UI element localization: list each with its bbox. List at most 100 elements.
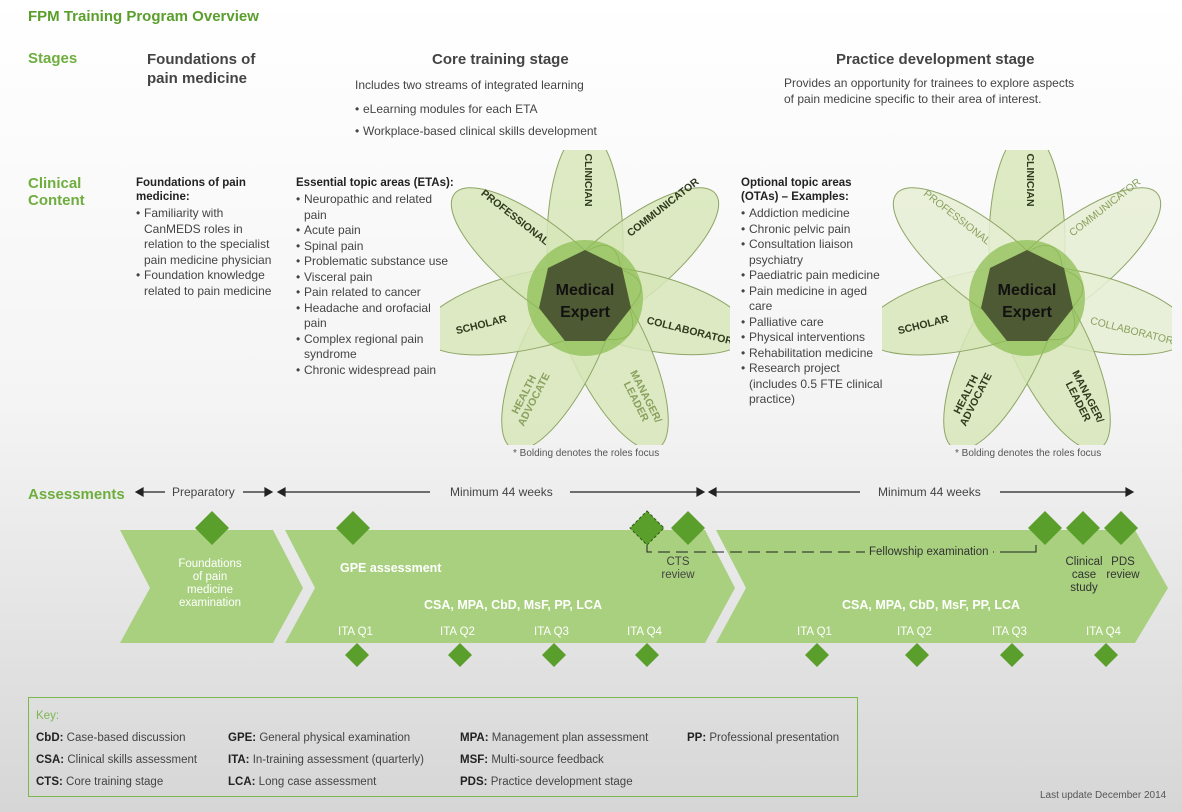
diamond-ita bbox=[1094, 643, 1118, 667]
center-label-2: Expert bbox=[560, 304, 610, 321]
diamond-cts-review bbox=[671, 511, 705, 545]
ita-q4-practice: ITA Q4 bbox=[1086, 626, 1121, 638]
key-item-pds: PDS: Practice development stage bbox=[460, 776, 633, 788]
row-label-assessments: Assessments bbox=[28, 486, 125, 503]
cts-review-label: CTS review bbox=[661, 556, 695, 581]
ita-q2-practice: ITA Q2 bbox=[897, 626, 932, 638]
ita-q3-core: ITA Q3 bbox=[534, 626, 569, 638]
stage-practice-title: Practice development stage bbox=[836, 51, 1035, 68]
gpe-assessment-label: GPE assessment bbox=[340, 561, 442, 575]
stage-core-bullet: eLearning modules for each ETA bbox=[355, 98, 655, 120]
eta-item: Pain related to cancer bbox=[296, 285, 456, 301]
roles-note-practice: * Bolding denotes the roles focus bbox=[955, 448, 1102, 459]
diamond-foundations-exam bbox=[195, 511, 229, 545]
ita-q1-practice: ITA Q1 bbox=[797, 626, 832, 638]
pds-review-label: PDS review bbox=[1106, 556, 1140, 581]
stage-core-bullets: eLearning modules for each ETA Workplace… bbox=[355, 98, 655, 142]
ota-item: Physical interventions bbox=[741, 330, 891, 346]
diamond-ita bbox=[345, 643, 369, 667]
eta-item: Complex regional pain syndrome bbox=[296, 332, 456, 363]
center-label-1: Medical bbox=[998, 282, 1057, 299]
ota-item: Research project (includes 0.5 FTE clini… bbox=[741, 361, 891, 408]
canmeds-flower-core: Medical Expert CLINICIAN COMMUNICATOR CO… bbox=[440, 150, 730, 445]
foundations-bullet: Foundation knowledge related to pain med… bbox=[136, 268, 282, 299]
diamond-gpe bbox=[336, 511, 370, 545]
key-item-cts: CTS: Core training stage bbox=[36, 776, 164, 788]
ota-item: Chronic pelvic pain bbox=[741, 222, 891, 238]
role-clinician: CLINICIAN bbox=[1024, 153, 1036, 206]
assessment-bands bbox=[120, 510, 1168, 667]
ita-q2-core: ITA Q2 bbox=[440, 626, 475, 638]
eta-item: Spinal pain bbox=[296, 239, 456, 255]
ota-content: Optional topic areas (OTAs) – Examples: … bbox=[741, 176, 891, 408]
min-weeks-core: Minimum 44 weeks bbox=[450, 485, 553, 499]
key-item-lca: LCA: Long case assessment bbox=[228, 776, 377, 788]
diamond-ita bbox=[448, 643, 472, 667]
center-label-2: Expert bbox=[1002, 304, 1052, 321]
ota-item: Pain medicine in aged care bbox=[741, 284, 891, 315]
fellowship-label: Fellowship examination bbox=[865, 546, 993, 558]
band-practice bbox=[716, 530, 1168, 643]
eta-item: Headache and orofacial pain bbox=[296, 301, 456, 332]
eta-item: Chronic widespread pain bbox=[296, 363, 456, 379]
wba-core-label: CSA, MPA, CbD, MsF, PP, LCA bbox=[424, 598, 603, 612]
diamond-fellowship bbox=[1028, 511, 1062, 545]
key-item-ita: ITA: In-training assessment (quarterly) bbox=[228, 754, 425, 766]
key-item-pp: PP: Professional presentation bbox=[687, 732, 840, 744]
ita-q3-practice: ITA Q3 bbox=[992, 626, 1027, 638]
diamond-pds-review bbox=[1104, 511, 1138, 545]
last-update: Last update December 2014 bbox=[1040, 790, 1167, 801]
roles-note-core: * Bolding denotes the roles focus bbox=[513, 448, 660, 459]
stage-core-bullet: Workplace-based clinical skills developm… bbox=[355, 120, 655, 142]
ota-item: Rehabilitation medicine bbox=[741, 346, 891, 362]
diamond-ita bbox=[635, 643, 659, 667]
stage-core-intro: Includes two streams of integrated learn… bbox=[355, 78, 584, 92]
stage-foundations-title: Foundations of pain medicine bbox=[147, 51, 256, 87]
ota-item: Consultation liaison psychiatry bbox=[741, 237, 891, 268]
key-item-cbd: CbD: Case-based discussion bbox=[36, 732, 186, 744]
ota-heading: Optional topic areas (OTAs) – Examples: bbox=[741, 177, 852, 203]
min-weeks-practice: Minimum 44 weeks bbox=[878, 485, 981, 499]
stage-practice-desc: Provides an opportunity for trainees to … bbox=[784, 76, 1075, 106]
diamond-clinical-case bbox=[1066, 511, 1100, 545]
key-item-msf: MSF: Multi-source feedback bbox=[460, 754, 604, 766]
ita-q1-core: ITA Q1 bbox=[338, 626, 373, 638]
ita-q4-core: ITA Q4 bbox=[627, 626, 662, 638]
eta-item: Neuropathic and related pain bbox=[296, 192, 456, 223]
stage-core-title: Core training stage bbox=[432, 51, 569, 68]
eta-item: Visceral pain bbox=[296, 270, 456, 286]
foundations-content: Foundations of pain medicine: Familiarit… bbox=[136, 176, 282, 299]
diamond-ita bbox=[542, 643, 566, 667]
key-box bbox=[28, 697, 858, 797]
fellowship-connector bbox=[1000, 545, 1037, 553]
flower-center bbox=[981, 250, 1073, 341]
diamond-ita bbox=[905, 643, 929, 667]
clinical-case-label: Clinical case study bbox=[1065, 556, 1103, 594]
eta-item: Acute pain bbox=[296, 223, 456, 239]
timeline-arrows bbox=[134, 486, 1135, 498]
band-foundations bbox=[120, 530, 303, 643]
key-item-mpa: MPA: Management plan assessment bbox=[460, 732, 649, 744]
preparatory-label: Preparatory bbox=[172, 485, 235, 499]
ota-item: Addiction medicine bbox=[741, 206, 891, 222]
foundations-exam-label: Foundations of pain medicine examination bbox=[178, 558, 242, 609]
key-item-csa: CSA: Clinical skills assessment bbox=[36, 754, 198, 766]
row-label-clinical-content: Clinical Content bbox=[28, 175, 85, 209]
canmeds-flower-practice: Medical Expert CLINICIAN COMMUNICATOR CO… bbox=[882, 150, 1172, 445]
center-label-1: Medical bbox=[556, 282, 615, 299]
flower-center bbox=[539, 250, 631, 341]
ota-item: Paediatric pain medicine bbox=[741, 268, 891, 284]
fellowship-dashed-line bbox=[646, 545, 1008, 553]
row-label-stages: Stages bbox=[28, 50, 78, 67]
eta-content: Essential topic areas (ETAs): Neuropathi… bbox=[296, 176, 456, 378]
key-label: Key: bbox=[36, 710, 60, 722]
page-title: FPM Training Program Overview bbox=[28, 8, 259, 25]
eta-item: Problematic substance use bbox=[296, 254, 456, 270]
key-item-gpe: GPE: General physical examination bbox=[228, 732, 411, 744]
foundations-bullet: Familiarity with CanMEDS roles in relati… bbox=[136, 206, 282, 268]
diamond-ita bbox=[1000, 643, 1024, 667]
foundations-heading: Foundations of pain medicine: bbox=[136, 177, 246, 203]
band-core bbox=[285, 530, 735, 643]
wba-practice-label: CSA, MPA, CbD, MsF, PP, LCA bbox=[842, 598, 1021, 612]
diamond-ita bbox=[805, 643, 829, 667]
